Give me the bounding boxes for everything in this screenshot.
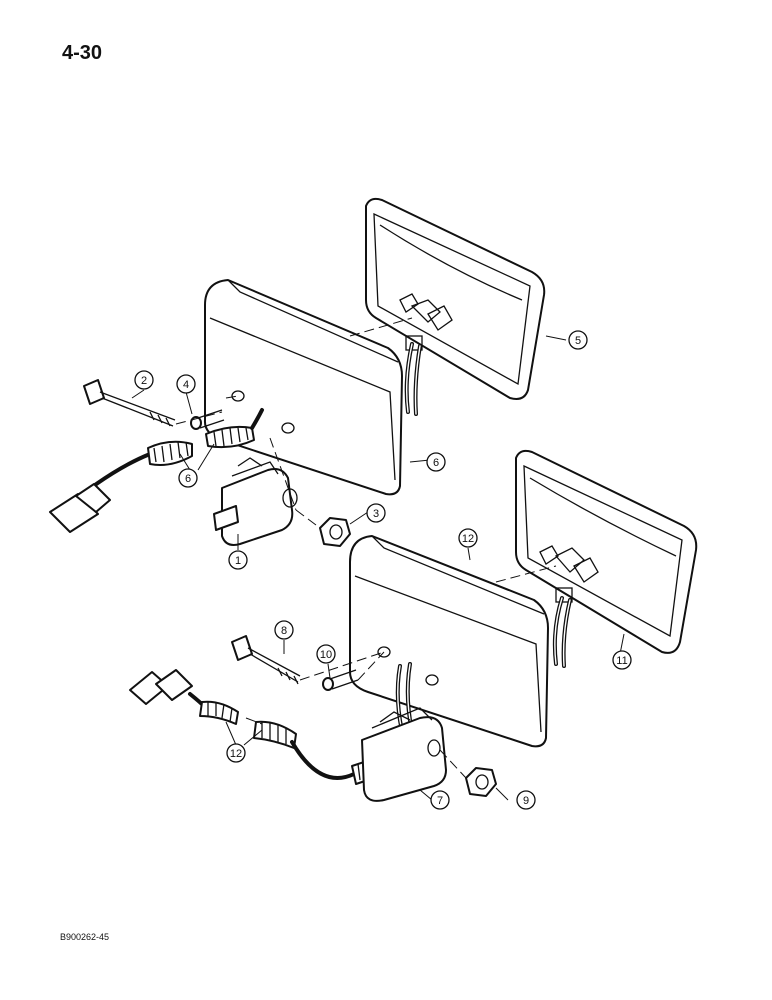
callout-circle bbox=[426, 452, 446, 472]
screw-upper bbox=[190, 409, 225, 430]
lower-lens bbox=[515, 449, 698, 654]
lower-harness bbox=[129, 669, 381, 785]
callout-3: 3 bbox=[366, 503, 386, 523]
callout-number: 6 bbox=[185, 473, 191, 485]
callout-6: 6 bbox=[426, 452, 446, 472]
callout-circle bbox=[228, 550, 248, 570]
callout-circle bbox=[316, 644, 336, 664]
callout-5: 5 bbox=[568, 330, 588, 350]
callout-4: 4 bbox=[176, 374, 196, 394]
callout-circle bbox=[366, 503, 386, 523]
callout-8: 8 bbox=[274, 620, 294, 640]
callout-number: 2 bbox=[141, 375, 147, 387]
bolt-lower bbox=[231, 635, 301, 685]
callout-number: 12 bbox=[230, 748, 242, 760]
callout-11: 11 bbox=[612, 650, 632, 670]
callout-circle bbox=[176, 374, 196, 394]
callout-circle bbox=[274, 620, 294, 640]
nut-upper bbox=[319, 517, 351, 547]
callout-number: 12 bbox=[462, 533, 474, 545]
callout-circle bbox=[226, 743, 246, 763]
callout-10: 10 bbox=[316, 644, 336, 664]
page-number: 4-30 bbox=[62, 42, 103, 64]
nut-lower bbox=[465, 767, 497, 797]
bolt-upper bbox=[83, 379, 176, 427]
callout-number: 3 bbox=[373, 508, 379, 520]
callout-circle bbox=[612, 650, 632, 670]
callout-number: 1 bbox=[235, 555, 241, 567]
callout-number: 4 bbox=[183, 379, 189, 391]
callout-circle bbox=[134, 370, 154, 390]
callout-number: 7 bbox=[437, 795, 443, 807]
callout-6: 6 bbox=[178, 468, 198, 488]
drawing-code: B900262-45 bbox=[60, 932, 110, 942]
callout-7: 7 bbox=[430, 790, 450, 810]
callout-number: 10 bbox=[320, 649, 332, 661]
bracket-upper bbox=[213, 457, 298, 546]
callout-12: 12 bbox=[226, 743, 246, 763]
callout-circle bbox=[516, 790, 536, 810]
bracket-lower bbox=[361, 707, 447, 802]
callout-circle bbox=[430, 790, 450, 810]
upper-lens bbox=[365, 197, 546, 400]
callout-circle bbox=[458, 528, 478, 548]
callout-9: 9 bbox=[516, 790, 536, 810]
upper-harness bbox=[49, 408, 264, 533]
callout-2: 2 bbox=[134, 370, 154, 390]
callout-number: 11 bbox=[616, 655, 627, 667]
callout-1: 1 bbox=[228, 550, 248, 570]
callout-circle bbox=[568, 330, 588, 350]
callout-circle bbox=[178, 468, 198, 488]
callout-number: 5 bbox=[575, 335, 581, 347]
callout-number: 6 bbox=[433, 457, 439, 469]
callout-12: 12 bbox=[458, 528, 478, 548]
callout-number: 9 bbox=[523, 795, 529, 807]
screw-lower bbox=[322, 669, 359, 691]
callout-number: 8 bbox=[281, 625, 287, 637]
